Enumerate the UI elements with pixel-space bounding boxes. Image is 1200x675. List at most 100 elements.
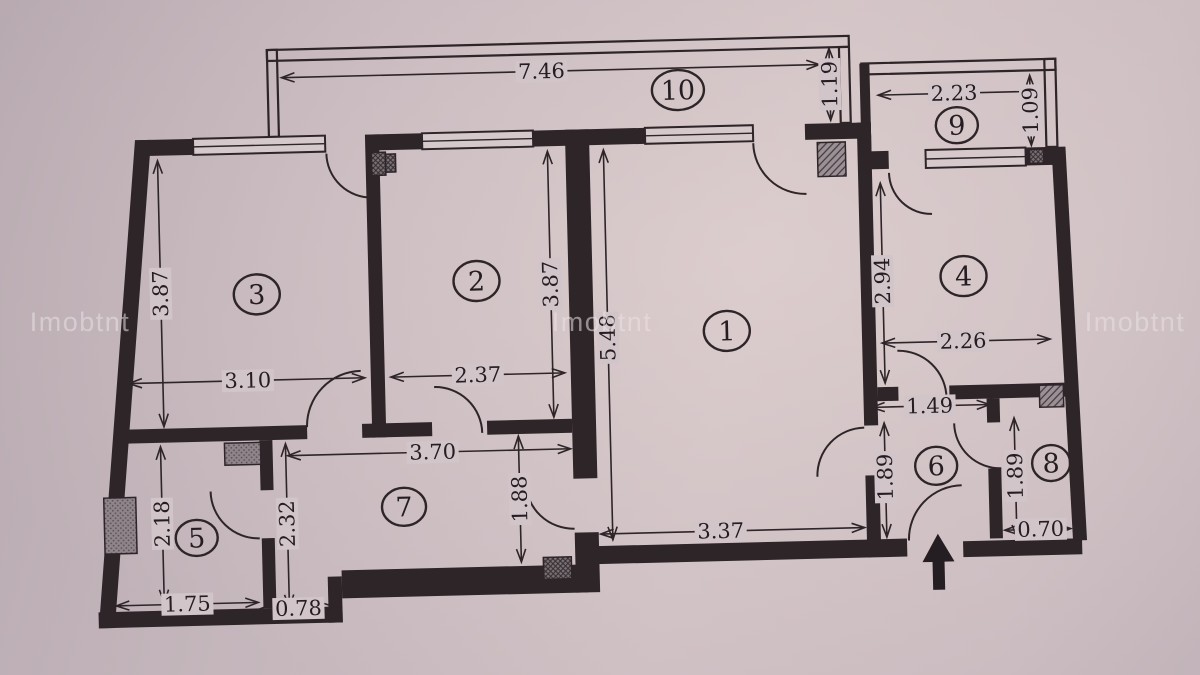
dimension-label: 2.26 bbox=[939, 329, 986, 354]
door-room1-hall7 bbox=[524, 481, 575, 530]
entrance-arrow bbox=[922, 533, 955, 590]
wall-top bbox=[370, 133, 424, 151]
dimension-label: 2.37 bbox=[454, 362, 501, 387]
room-number-circle bbox=[1030, 443, 1072, 483]
door-room8 bbox=[953, 423, 1002, 470]
wall-top bbox=[134, 138, 196, 157]
dimension-label-bg bbox=[1003, 449, 1028, 503]
wall-room6-room8 bbox=[988, 468, 1003, 539]
room-number-text: 6 bbox=[927, 451, 945, 482]
wall-right-outer bbox=[1051, 146, 1088, 541]
dimension: 0.78 bbox=[256, 596, 339, 621]
door-room2 bbox=[434, 386, 484, 433]
room-number-text: 5 bbox=[188, 523, 206, 554]
dimension-label: 2.94 bbox=[870, 257, 895, 304]
dimension-label: 1.19 bbox=[817, 61, 842, 108]
walls bbox=[98, 63, 1088, 629]
dimension-label-bg bbox=[406, 440, 459, 464]
balcony9-rail-right bbox=[1043, 57, 1059, 149]
shaft-column bbox=[384, 153, 397, 173]
dimension-label-bg bbox=[221, 368, 275, 393]
door-balcony9-kitchen bbox=[888, 172, 933, 215]
wall-room3-room2 bbox=[364, 134, 387, 438]
wall-balcony9-left bbox=[859, 63, 872, 152]
room-number-text: 2 bbox=[468, 266, 486, 297]
room-number-10: 10 bbox=[650, 68, 706, 112]
dimension-label-bg bbox=[1018, 84, 1043, 137]
floor-plan: 7.461.192.231.093.873.102.373.875.482.94… bbox=[98, 34, 1088, 629]
dimension: 2.23 bbox=[875, 81, 1039, 106]
wall-bottom-room1 bbox=[587, 539, 872, 565]
dimension: 2.18 bbox=[150, 444, 175, 606]
dimension-label-bg bbox=[903, 394, 956, 418]
room-number-text: 8 bbox=[1042, 448, 1060, 479]
dimension-label: 1.09 bbox=[1018, 87, 1043, 134]
room-number-4: 4 bbox=[939, 254, 988, 298]
room-number-9: 9 bbox=[934, 106, 980, 145]
dimension: 3.87 bbox=[538, 148, 563, 420]
room-number-5: 5 bbox=[174, 518, 219, 558]
wall-room2-hall bbox=[486, 418, 573, 435]
room-number-circle bbox=[174, 518, 219, 558]
dimension: 5.48 bbox=[595, 147, 621, 543]
shaft-hatch bbox=[816, 141, 847, 178]
dimension: 1.19 bbox=[817, 45, 842, 123]
room-number-text: 10 bbox=[660, 75, 695, 107]
dimension-label: 2.23 bbox=[930, 81, 977, 106]
room-number-8: 8 bbox=[1030, 443, 1072, 483]
dimension-label: 3.87 bbox=[538, 261, 563, 308]
room-number-circle bbox=[934, 106, 980, 145]
door-balcony10-room1 bbox=[752, 143, 807, 195]
door-kitchen bbox=[897, 349, 948, 398]
wall-room4-hall6 bbox=[877, 386, 899, 402]
dimension-label-bg bbox=[150, 497, 174, 551]
door-room3 bbox=[306, 369, 361, 428]
dimension-label-bg bbox=[275, 497, 300, 550]
door-room1-hall6 bbox=[816, 426, 865, 477]
dimension: 2.94 bbox=[870, 180, 895, 386]
dimension-label-bg bbox=[596, 311, 620, 365]
balcony-rails bbox=[265, 34, 1059, 149]
dimension-label: 1.75 bbox=[164, 592, 211, 617]
dimension-label-bg bbox=[272, 596, 325, 621]
dimension-label: 3.87 bbox=[148, 270, 173, 317]
balcony9-rail-top bbox=[860, 57, 1057, 76]
wall-room2-room1 bbox=[564, 129, 598, 479]
radiator-block bbox=[102, 496, 138, 555]
dimension: 1.88 bbox=[507, 433, 532, 565]
dimension: 1.49 bbox=[869, 393, 993, 419]
room-number-circle bbox=[232, 273, 281, 316]
wall-room1-right bbox=[856, 122, 879, 426]
wall-room5-right bbox=[259, 440, 274, 491]
dimension: 3.37 bbox=[598, 519, 868, 544]
watermark-text: Imobtnt bbox=[1085, 307, 1186, 337]
room-number-circle bbox=[939, 254, 988, 298]
dimension: 1.75 bbox=[113, 592, 261, 617]
shaft-hatch bbox=[1038, 383, 1065, 409]
dimension-label: 5.48 bbox=[595, 314, 620, 361]
dimension-label-bg bbox=[694, 519, 747, 543]
dimension: 2.26 bbox=[879, 329, 1053, 354]
door-room5 bbox=[209, 491, 260, 540]
shaft-column bbox=[370, 151, 387, 177]
wall-room3-hall bbox=[120, 425, 308, 444]
dimension: 3.70 bbox=[285, 440, 574, 465]
room-number-text: 1 bbox=[718, 316, 736, 347]
dimension: 1.09 bbox=[1018, 73, 1043, 148]
dimension-label-bg bbox=[149, 267, 173, 320]
dimension-label-bg bbox=[451, 363, 505, 387]
wall-bottom-hall7 bbox=[341, 564, 589, 599]
dimension-label-bg bbox=[936, 329, 990, 353]
room-number-text: 3 bbox=[248, 280, 266, 311]
wall-bottom-room8 bbox=[963, 538, 1083, 558]
room-number-circle bbox=[650, 68, 706, 112]
room-number-text: 4 bbox=[955, 261, 973, 292]
room-number-2: 2 bbox=[452, 259, 501, 303]
dimension-label-bg bbox=[515, 59, 568, 83]
dimension-label: 1.49 bbox=[906, 393, 953, 418]
dimension: 1.89 bbox=[873, 420, 898, 540]
dimension-label: 3.10 bbox=[224, 368, 271, 393]
